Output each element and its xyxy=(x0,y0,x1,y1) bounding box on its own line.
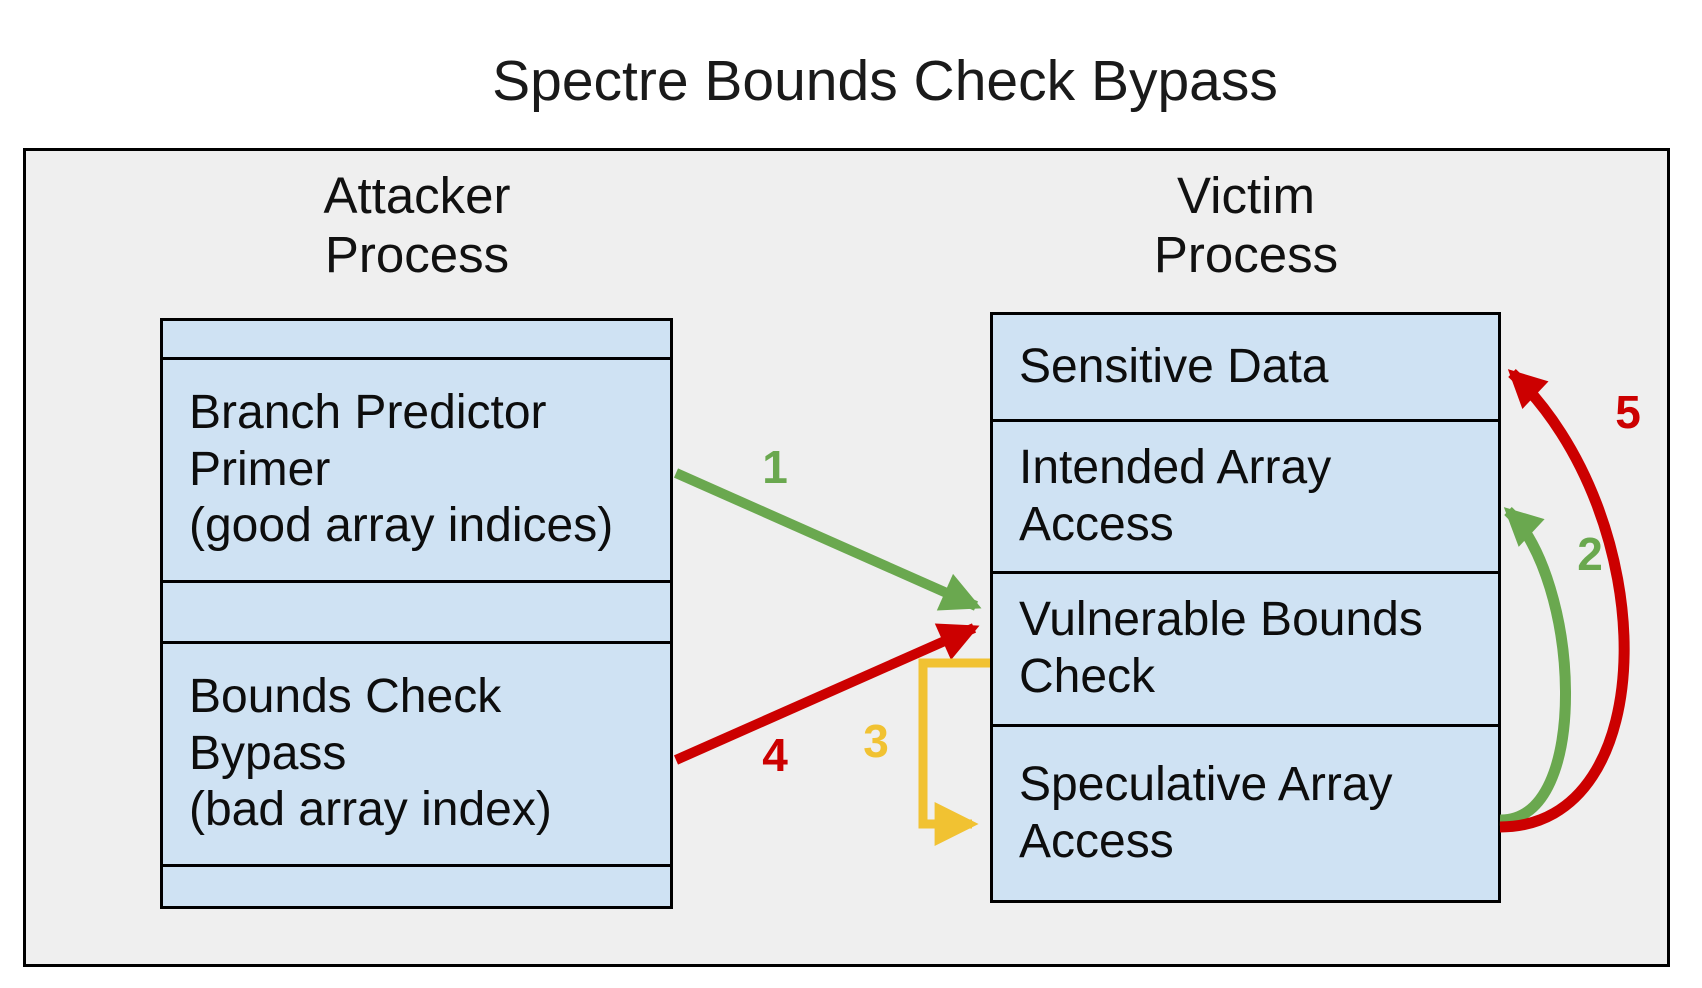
attacker-cell-branch-predictor-primer: Branch Predictor Primer (good array indi… xyxy=(163,360,670,583)
attacker-process-box: Branch Predictor Primer (good array indi… xyxy=(160,318,673,909)
attacker-memory-spacer-top xyxy=(163,321,670,360)
victim-process-box: Sensitive Data Intended Array Access Vul… xyxy=(990,312,1501,903)
arrow-4-label: 4 xyxy=(762,729,788,781)
victim-cell-sensitive-data: Sensitive Data xyxy=(993,315,1498,422)
arrow-1-label: 1 xyxy=(762,441,788,493)
victim-process-label: Victim Process xyxy=(1153,167,1339,284)
victim-cell-intended-array-access: Intended Array Access xyxy=(993,422,1498,574)
attacker-memory-spacer-bottom xyxy=(163,867,670,906)
attacker-memory-spacer-middle xyxy=(163,583,670,644)
diagram-title: Spectre Bounds Check Bypass xyxy=(492,49,1278,113)
victim-cell-vulnerable-bounds-check: Vulnerable Bounds Check xyxy=(993,574,1498,727)
arrow-2-label: 2 xyxy=(1577,528,1603,580)
victim-cell-speculative-array-access: Speculative Array Access xyxy=(1019,757,1393,868)
arrow-5-label: 5 xyxy=(1615,386,1641,438)
attacker-cell-bounds-check-bypass: Bounds Check Bypass (bad array index) xyxy=(163,644,670,867)
attacker-process-label: Attacker Process xyxy=(323,167,511,284)
arrow-3-label: 3 xyxy=(863,715,889,767)
